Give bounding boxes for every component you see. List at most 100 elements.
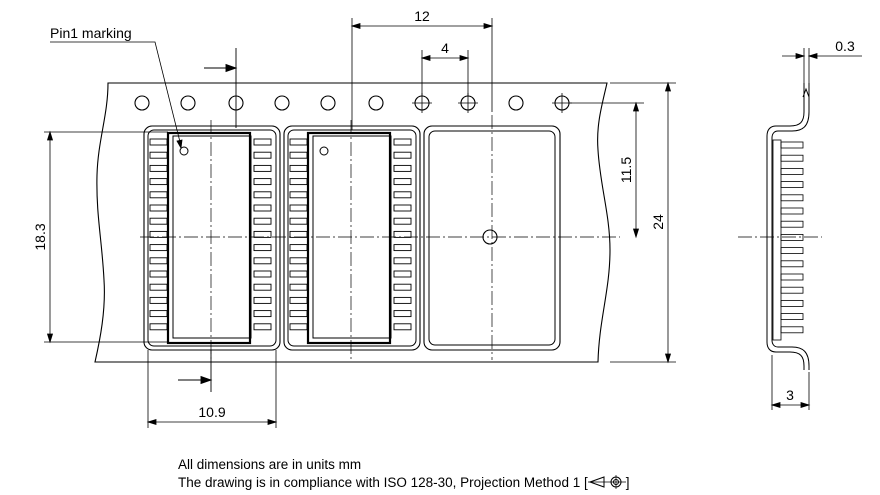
dim-3 [770, 355, 811, 410]
side-lead [780, 181, 804, 189]
iso-note-text: The drawing is in compliance with ISO 12… [178, 475, 588, 490]
ic-pin [149, 230, 168, 238]
iso-note: The drawing is in compliance with ISO 12… [178, 475, 629, 490]
dim-11-5 [570, 101, 644, 239]
ic-pin [393, 257, 412, 265]
iso-note-bracket: ] [625, 475, 630, 490]
ic-pin [149, 138, 168, 146]
ic-pin [393, 138, 412, 146]
ic-pin [393, 204, 412, 212]
ic-pin [149, 310, 168, 318]
ic-pin [253, 230, 272, 238]
side-lead [780, 167, 804, 175]
ic-pin [289, 283, 308, 291]
dim-11-5-label: 11.5 [618, 157, 634, 183]
ic-pin [149, 151, 168, 159]
side-view [766, 83, 810, 370]
ic-pin [253, 191, 272, 199]
ic-pin [149, 178, 168, 186]
side-lead [780, 207, 804, 215]
ic-pin [149, 244, 168, 252]
ic-pin [149, 283, 168, 291]
dim-4-label: 4 [441, 40, 449, 56]
side-lead [780, 141, 804, 149]
ic-pin [253, 151, 272, 159]
ic-pin [289, 257, 308, 265]
ic-pin [253, 244, 272, 252]
pin1-marking-label: Pin1 marking [50, 25, 132, 41]
ic-pin [149, 257, 168, 265]
dim-0-3-label: 0.3 [835, 38, 855, 54]
ic-pin [393, 296, 412, 304]
ic-pin [289, 204, 308, 212]
dim-12-label: 12 [414, 8, 430, 24]
side-lead [780, 233, 804, 241]
ic-pin [253, 217, 272, 225]
side-lead [780, 260, 804, 268]
ic-pin [289, 191, 308, 199]
ic-pin [289, 270, 308, 278]
side-lead [780, 313, 804, 321]
ic-pin [289, 310, 308, 318]
pocket-1 [143, 125, 281, 351]
ic-pin [393, 283, 412, 291]
ic-pin [253, 283, 272, 291]
side-lead [780, 220, 804, 228]
ic-pin [253, 138, 272, 146]
ic-pin [253, 257, 272, 265]
ic-pin [149, 296, 168, 304]
ic-pin [289, 138, 308, 146]
ic-pin [289, 230, 308, 238]
ic-pin [393, 164, 412, 172]
ic-pin [289, 151, 308, 159]
ic-pin [253, 323, 272, 331]
dim-10-9-label: 10.9 [198, 404, 225, 420]
ic-pin [289, 323, 308, 331]
carrier-tape-outline [94, 82, 611, 363]
units-note: All dimensions are in units mm [178, 457, 362, 472]
dim-0-3 [782, 48, 862, 83]
dim-24-label: 24 [650, 214, 666, 230]
dim-3-label: 3 [786, 387, 794, 403]
ic-pin [393, 270, 412, 278]
section-arrow-top [204, 48, 238, 128]
ic-pin [393, 230, 412, 238]
center-lines [140, 115, 822, 360]
ic-pin [393, 178, 412, 186]
ic-pin [149, 270, 168, 278]
ic-pin [393, 191, 412, 199]
ic-pin [253, 164, 272, 172]
ic-pin [253, 204, 272, 212]
ic-pin [289, 178, 308, 186]
ic-pin [253, 310, 272, 318]
section-arrow-bottom [178, 350, 213, 392]
ic-pin [149, 191, 168, 199]
dim-4 [420, 50, 470, 96]
ic-pin [149, 164, 168, 172]
ic-pin [393, 323, 412, 331]
side-lead [780, 154, 804, 162]
dim-24 [610, 81, 676, 364]
dim-18-3 [44, 130, 168, 344]
ic-pin [253, 178, 272, 186]
dim-10-9 [146, 350, 278, 428]
ic-pin [289, 217, 308, 225]
side-lead [780, 194, 804, 202]
hole-crosshairs [412, 93, 572, 113]
ic-pin [253, 296, 272, 304]
side-lead [780, 286, 804, 294]
ic-pin [289, 296, 308, 304]
side-lead [780, 273, 804, 281]
ic-pin [149, 204, 168, 212]
pin1-leader [50, 41, 183, 150]
first-angle-projection-icon [587, 475, 626, 489]
ic-pin [393, 151, 412, 159]
ic-pin [149, 323, 168, 331]
ic-pin [253, 270, 272, 278]
ic-pin [289, 244, 308, 252]
dim-18-3-label: 18.3 [32, 223, 48, 250]
side-view-leads [780, 141, 804, 334]
ic-pin [393, 244, 412, 252]
side-lead [780, 326, 804, 334]
